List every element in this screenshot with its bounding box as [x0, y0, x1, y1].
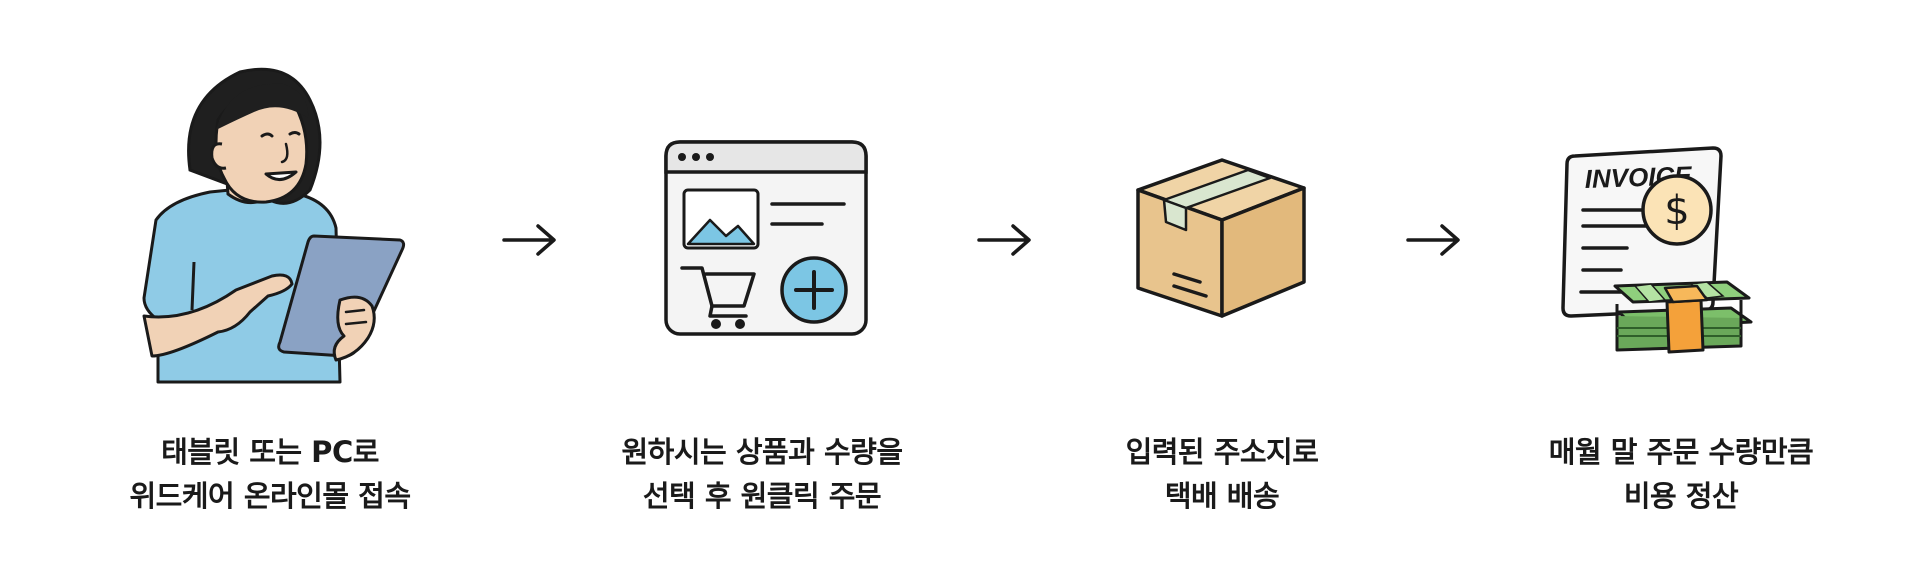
- step-1-caption: 태블릿 또는 PC로 위드케어 온라인몰 접속: [40, 430, 500, 518]
- invoice-payment-icon: INVOICE $: [1561, 146, 1753, 354]
- step-3-caption: 입력된 주소지로 택배 배송: [992, 430, 1452, 518]
- right-arrow-icon: [1406, 224, 1460, 256]
- step-1-caption-line1: 태블릿 또는 PC로: [161, 435, 379, 469]
- delivery-box-icon: [1136, 158, 1306, 318]
- right-arrow-icon: [977, 224, 1031, 256]
- online-shop-cart-add-icon: [664, 140, 868, 336]
- step-1: 태블릿 또는 PC로 위드케어 온라인몰 접속: [40, 0, 500, 579]
- step-3: 입력된 주소지로 택배 배송: [992, 0, 1452, 579]
- step-2-caption-line2: 선택 후 원클릭 주문: [642, 479, 882, 513]
- step-3-caption-line1: 입력된 주소지로: [1125, 435, 1319, 469]
- step-2: 원하시는 상품과 수량을 선택 후 원클릭 주문: [532, 0, 992, 579]
- svg-text:$: $: [1664, 188, 1689, 234]
- right-arrow-icon: [502, 224, 556, 256]
- person-with-tablet-icon: [142, 67, 406, 384]
- step-4: INVOICE $ 매월 말 주문 수량만큼 비용 정산: [1451, 0, 1911, 579]
- step-4-caption-line2: 비용 정산: [1623, 479, 1739, 513]
- step-2-caption: 원하시는 상품과 수량을 선택 후 원클릭 주문: [532, 430, 992, 518]
- step-1-caption-line2: 위드케어 온라인몰 접속: [129, 479, 412, 513]
- step-4-caption-line1: 매월 말 주문 수량만큼: [1548, 435, 1814, 469]
- step-4-caption: 매월 말 주문 수량만큼 비용 정산: [1451, 430, 1911, 518]
- step-3-caption-line2: 택배 배송: [1164, 479, 1280, 513]
- step-2-caption-line1: 원하시는 상품과 수량을: [621, 435, 904, 469]
